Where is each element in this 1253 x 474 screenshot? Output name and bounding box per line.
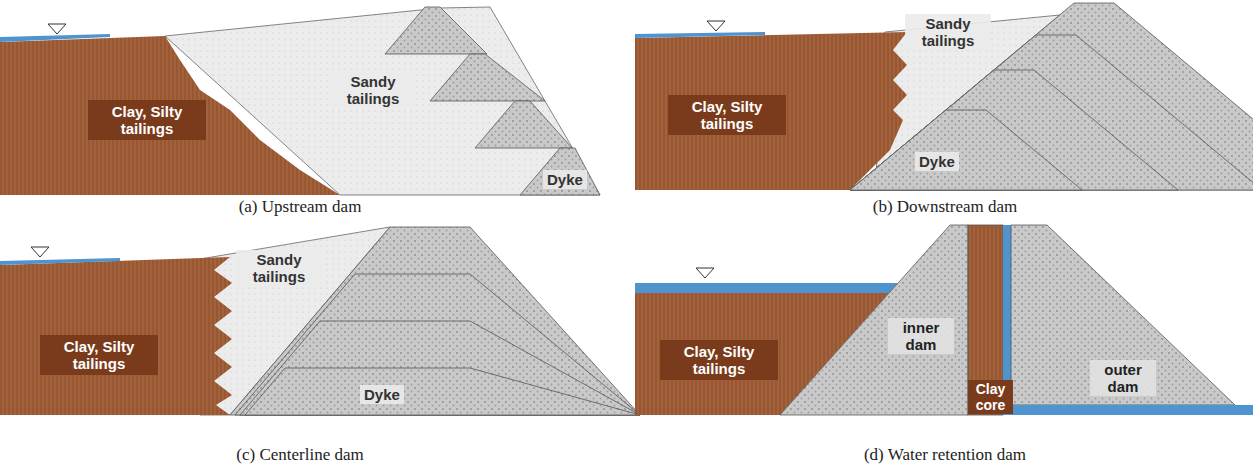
part-label: Clay core: [968, 380, 1013, 414]
panel-caption: (b) Downstream dam: [873, 198, 1017, 215]
tailings-label: Clay, Silty tailings: [668, 95, 786, 135]
part-label: Dyke: [915, 152, 959, 171]
tailings-label: Sandy tailings: [330, 72, 416, 108]
panel-caption: (c) Centerline dam: [236, 446, 363, 463]
panel-caption: (d) Water retention dam: [864, 446, 1026, 463]
downstream-dam-drawing: [635, 3, 1253, 190]
part-label: inner dam: [888, 318, 954, 354]
tailings-label: Sandy tailings: [236, 250, 322, 286]
centerline-dam-drawing: [0, 227, 640, 415]
part-label: Dyke: [543, 170, 587, 189]
tailings-label: Sandy tailings: [905, 14, 991, 50]
part-label: outer dam: [1090, 360, 1156, 396]
tailings-label: Clay, Silty tailings: [40, 335, 158, 375]
upstream-dam-drawing: [0, 7, 600, 195]
panel-caption: (a) Upstream dam: [239, 198, 362, 215]
water-retention-dam-drawing: [635, 225, 1253, 415]
part-label: Dyke: [360, 385, 404, 404]
tailings-label: Clay, Silty tailings: [660, 340, 778, 380]
tailings-label: Clay, Silty tailings: [88, 100, 206, 140]
